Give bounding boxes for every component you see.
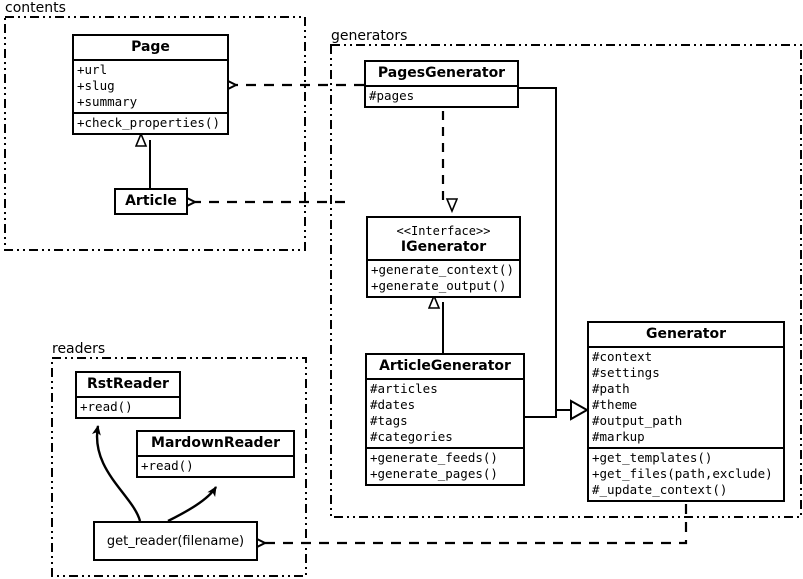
class-divider (74, 112, 227, 114)
package-label-readers: readers (52, 341, 106, 357)
operation-row: +get_files(path,exclude) (592, 466, 773, 481)
class-name-mardown-reader: MardownReader (151, 435, 280, 451)
attribute-row: #articles (370, 381, 438, 396)
operation-row: +check_properties() (77, 115, 220, 130)
attribute-row: #theme (592, 397, 638, 412)
class-divider (77, 396, 179, 398)
attribute-row: #dates (370, 397, 416, 412)
class-box-page[interactable]: Page +url +slug +summary +check_properti… (72, 34, 229, 135)
attribute-row: #output_path (592, 413, 683, 428)
package-label-contents: contents (5, 0, 66, 16)
package-frame-contents (4, 16, 306, 251)
class-divider (74, 59, 227, 61)
class-divider (138, 455, 293, 457)
package-frame-readers (51, 357, 307, 577)
class-operations-page: +check_properties() (74, 114, 227, 133)
class-stereotype-igenerator: <<Interface>> (396, 224, 491, 238)
edge-articlegenerator-to-generator (525, 409, 573, 418)
class-divider (367, 447, 523, 449)
class-box-article[interactable]: Article (114, 188, 188, 215)
class-attributes-generator: #context #settings #path #theme #output_… (589, 348, 783, 447)
attribute-row: #tags (370, 413, 408, 428)
class-operations-mardown-reader: +read() (138, 457, 293, 476)
attribute-row: #pages (369, 88, 415, 103)
function-box-get-reader[interactable]: get_reader(filename) (93, 521, 258, 561)
class-attributes-page: +url +slug +summary (74, 61, 227, 112)
operation-row: +get_templates() (592, 450, 713, 465)
edge-pagesgenerator-to-generator (519, 87, 573, 411)
class-name-generator: Generator (645, 326, 726, 342)
class-name-igenerator: IGenerator (400, 239, 487, 255)
class-attributes-article-generator: #articles #dates #tags #categories (367, 380, 523, 447)
attribute-row: #settings (592, 365, 660, 380)
class-name-rst-reader: RstReader (87, 376, 169, 392)
class-operations-rst-reader: +read() (77, 398, 179, 417)
class-name-article: Article (125, 193, 177, 209)
operation-row: +read() (80, 399, 133, 414)
class-divider (589, 346, 783, 348)
class-box-mardown-reader[interactable]: MardownReader +read() (136, 430, 295, 478)
operation-row: +read() (141, 458, 194, 473)
attribute-row: #context (592, 349, 653, 364)
attribute-row: +slug (77, 78, 115, 93)
attribute-row: #markup (592, 429, 645, 444)
class-attributes-pages-generator: #pages (366, 87, 517, 106)
edge-generator-uses-get-reader (265, 504, 688, 543)
operation-row: #_update_context() (592, 482, 728, 497)
generalization-arrowhead-generator (570, 399, 590, 421)
attribute-row: +summary (77, 94, 138, 109)
edge-get-reader-to-mardownreader (167, 486, 218, 523)
class-box-pages-generator[interactable]: PagesGenerator #pages (364, 60, 519, 108)
operation-row: +generate_pages() (370, 466, 498, 481)
attribute-row: #categories (370, 429, 453, 444)
package-frame-generators (330, 44, 802, 518)
class-divider (366, 85, 517, 87)
class-box-rst-reader[interactable]: RstReader +read() (75, 371, 181, 419)
class-box-igenerator[interactable]: <<Interface>> IGenerator +generate_conte… (366, 216, 521, 298)
class-header-igenerator: <<Interface>> IGenerator (368, 218, 519, 259)
class-name-article-generator: ArticleGenerator (379, 358, 511, 374)
operation-row: +generate_output() (371, 278, 507, 293)
class-divider (368, 259, 519, 261)
operation-row: +generate_context() (371, 262, 514, 277)
attribute-row: #path (592, 381, 630, 396)
class-operations-article-generator: +generate_feeds() +generate_pages() (367, 449, 523, 484)
class-box-generator[interactable]: Generator #context #settings #path #them… (587, 321, 785, 502)
class-divider (589, 447, 783, 449)
class-box-article-generator[interactable]: ArticleGenerator #articles #dates #tags … (365, 353, 525, 486)
attribute-row: +url (77, 62, 108, 77)
package-label-generators: generators (331, 28, 408, 44)
class-divider (367, 378, 523, 380)
class-operations-generator: +get_templates() +get_files(path,exclude… (589, 449, 783, 500)
class-name-pages-generator: PagesGenerator (377, 65, 506, 81)
operation-row: +generate_feeds() (370, 450, 498, 465)
class-operations-igenerator: +generate_context() +generate_output() (368, 261, 519, 296)
edge-get-reader-to-rstreader (91, 425, 142, 522)
class-name-page: Page (131, 39, 170, 55)
